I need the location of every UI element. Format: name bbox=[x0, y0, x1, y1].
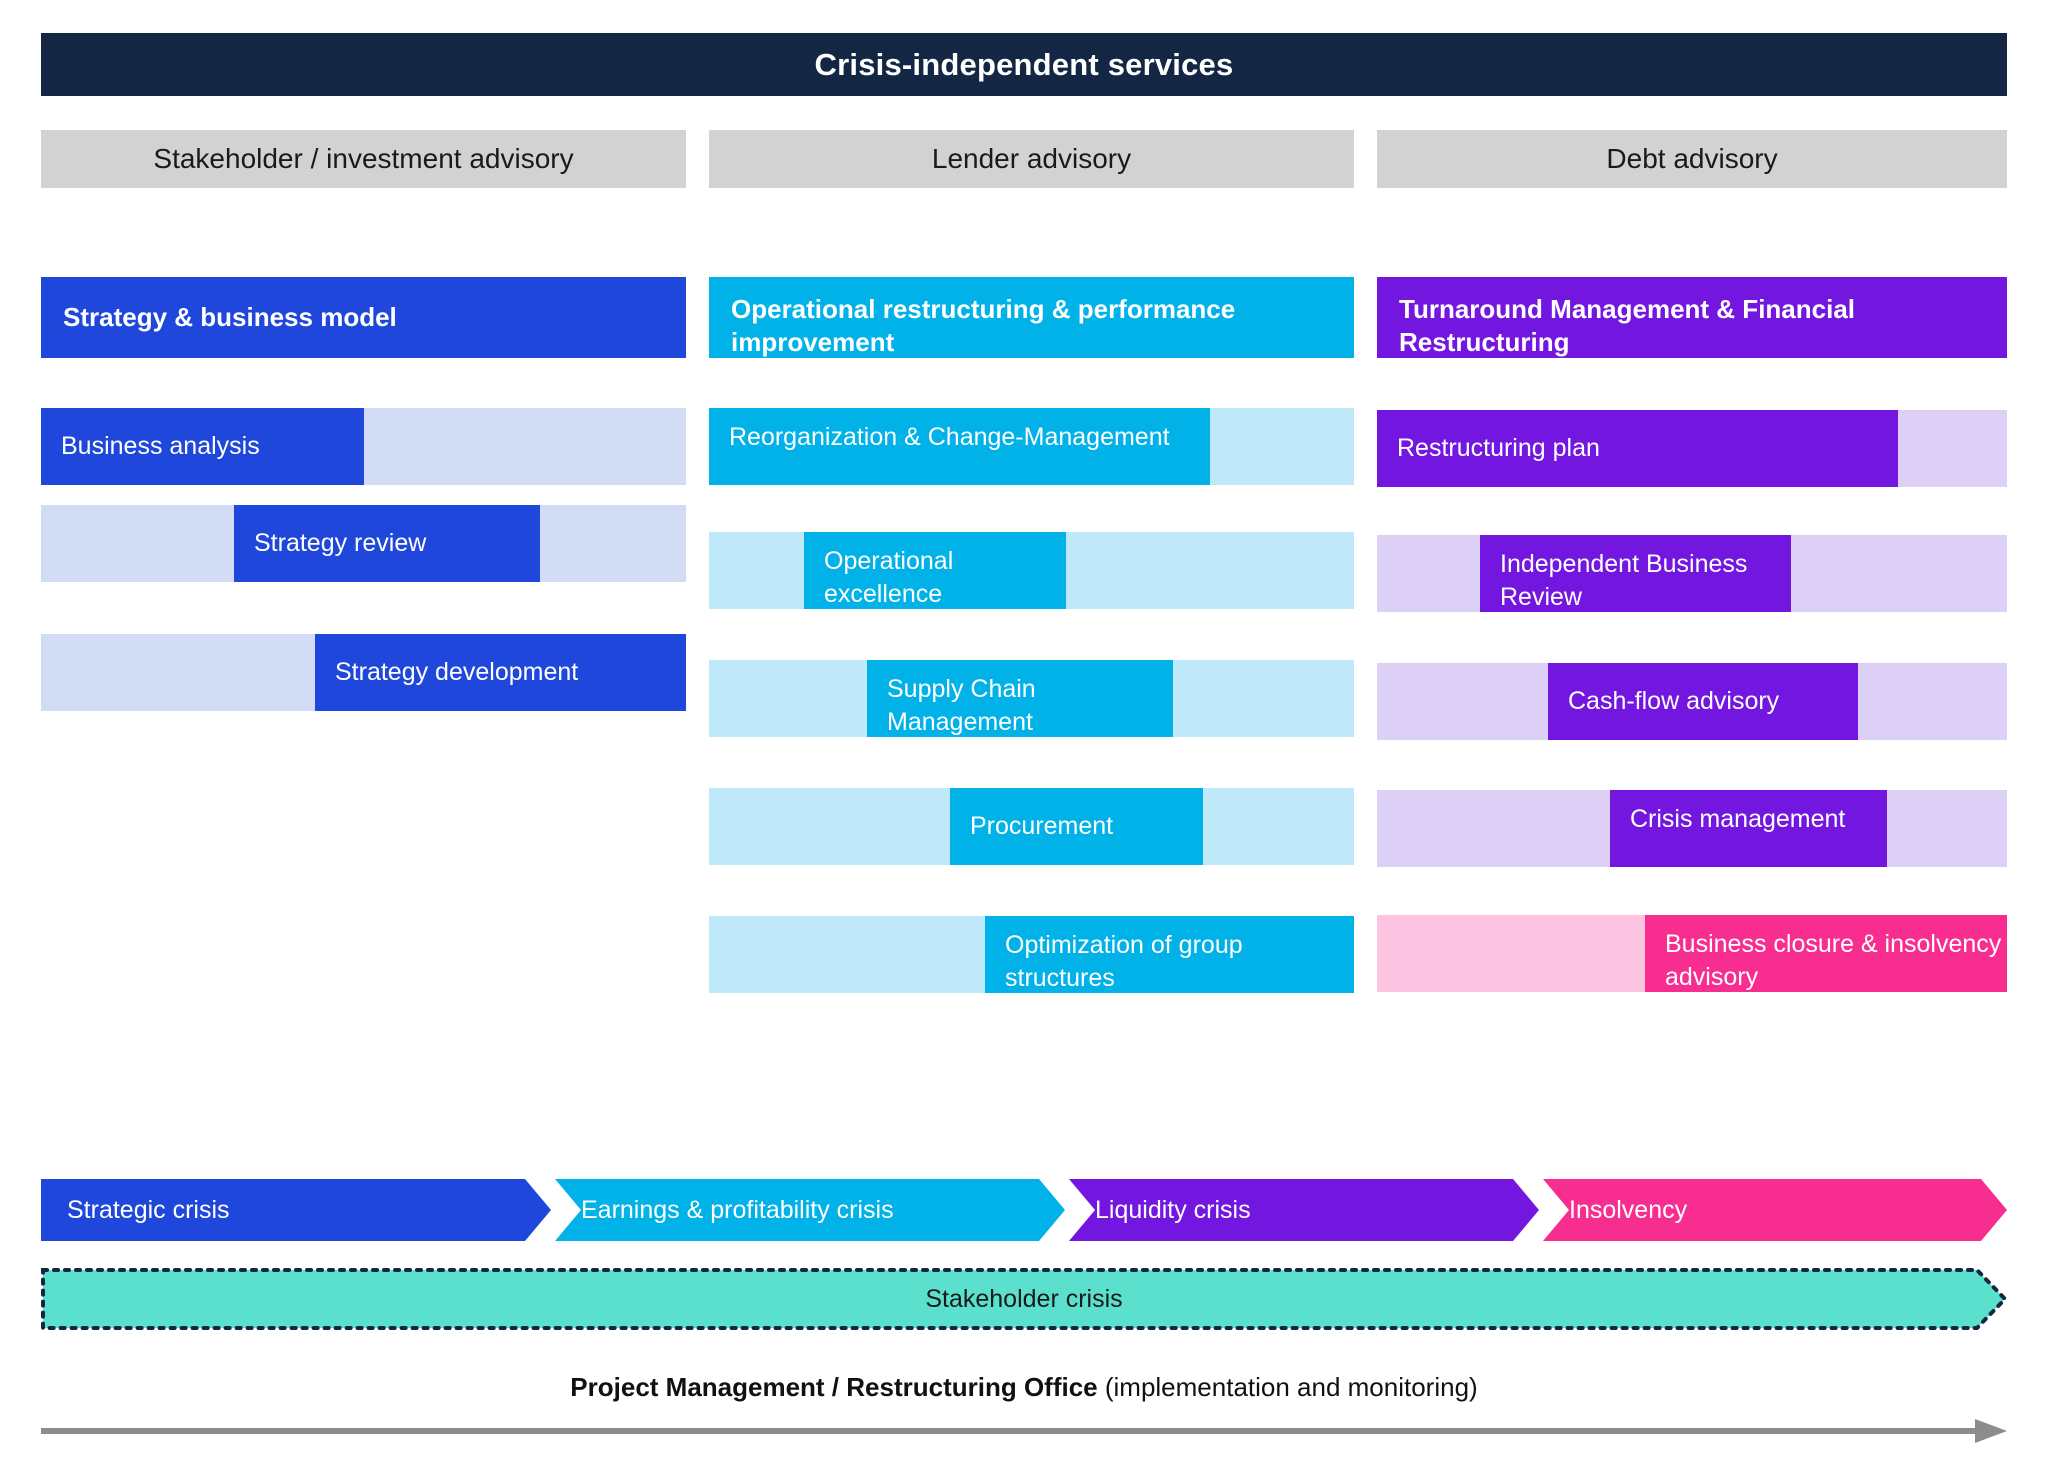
row-segment-supply-chain-management[interactable]: Supply Chain Management bbox=[867, 660, 1173, 737]
column-header-lender-advisory: Lender advisory bbox=[709, 130, 1354, 188]
column-header-debt-advisory: Debt advisory bbox=[1377, 130, 2007, 188]
page-title-bar: Crisis-independent services bbox=[41, 33, 2007, 96]
row-track-business-analysis: Business analysis bbox=[41, 408, 686, 485]
row-track-business-closure-insolvency-advisory: Business closure & insolvency advisory bbox=[1377, 915, 2007, 992]
row-segment-crisis-management[interactable]: Crisis management bbox=[1610, 790, 1887, 867]
row-label: Strategy development bbox=[335, 658, 579, 686]
column-header-label: Debt advisory bbox=[1606, 143, 1778, 174]
row-segment-cash-flow-advisory[interactable]: Cash-flow advisory bbox=[1548, 663, 1858, 740]
row-segment-business-analysis[interactable]: Business analysis bbox=[41, 408, 364, 485]
group-bar-operational-restructuring: Operational restructuring & performance … bbox=[709, 277, 1354, 358]
group-bar-label: Turnaround Management & Financial Restru… bbox=[1399, 294, 1856, 358]
page-title: Crisis-independent services bbox=[814, 46, 1234, 82]
row-track-optimization-of-group-structures: Optimization of group structures bbox=[709, 916, 1354, 993]
row-label: Reorganization & Change-Management bbox=[729, 423, 1170, 451]
row-track-supply-chain-management: Supply Chain Management bbox=[709, 660, 1354, 737]
column-header-label: Stakeholder / investment advisory bbox=[153, 143, 574, 174]
pmo-caption-bold: Project Management / Restructuring Offic… bbox=[570, 1372, 1098, 1402]
pmo-caption: Project Management / Restructuring Offic… bbox=[41, 1372, 2007, 1403]
row-segment-optimization-of-group-structures[interactable]: Optimization of group structures bbox=[985, 916, 1354, 993]
crisis-arrow-label: Insolvency bbox=[1569, 1195, 1688, 1224]
pmo-caption-light: (implementation and monitoring) bbox=[1097, 1372, 1478, 1402]
stakeholder-crisis-band[interactable]: Stakeholder crisis bbox=[41, 1268, 2007, 1330]
crisis-arrow-label: Liquidity crisis bbox=[1095, 1195, 1251, 1224]
row-track-restructuring-plan: Restructuring plan bbox=[1377, 410, 2007, 487]
stakeholder-crisis-label-wrap: Stakeholder crisis bbox=[41, 1268, 2007, 1330]
row-label: Business analysis bbox=[61, 432, 260, 460]
group-bar-strategy-business-model: Strategy & business model bbox=[41, 277, 686, 358]
row-label: Strategy review bbox=[254, 529, 427, 557]
row-label: Optimization of group structures bbox=[1005, 931, 1243, 992]
row-segment-business-closure-insolvency-advisory[interactable]: Business closure & insolvency advisory bbox=[1645, 915, 2007, 992]
group-bar-turnaround-management: Turnaround Management & Financial Restru… bbox=[1377, 277, 2007, 358]
group-bar-label: Operational restructuring & performance … bbox=[731, 294, 1236, 358]
arrow-right-icon bbox=[41, 1419, 2007, 1443]
row-segment-independent-business-review[interactable]: Independent Business Review bbox=[1480, 535, 1791, 612]
row-segment-procurement[interactable]: Procurement bbox=[950, 788, 1203, 865]
row-label: Supply Chain Management bbox=[887, 675, 1036, 736]
row-track-procurement: Procurement bbox=[709, 788, 1354, 865]
crisis-phase-arrow-strip: Strategic crisis Earnings & profitabilit… bbox=[41, 1179, 2007, 1241]
timeline-axis-arrow bbox=[41, 1418, 2007, 1444]
row-label: Procurement bbox=[970, 812, 1114, 840]
group-bar-label: Strategy & business model bbox=[63, 301, 397, 332]
stakeholder-crisis-label: Stakeholder crisis bbox=[925, 1284, 1123, 1313]
column-header-stakeholder-investment-advisory: Stakeholder / investment advisory bbox=[41, 130, 686, 188]
row-segment-restructuring-plan[interactable]: Restructuring plan bbox=[1377, 410, 1898, 487]
crisis-arrow-label: Strategic crisis bbox=[67, 1195, 230, 1224]
row-segment-reorganization-change-management[interactable]: Reorganization & Change-Management bbox=[709, 408, 1210, 485]
row-track-strategy-review: Strategy review bbox=[41, 505, 686, 582]
crisis-arrow-insolvency[interactable]: Insolvency bbox=[1543, 1179, 2007, 1241]
crisis-arrow-label: Earnings & profitability crisis bbox=[581, 1195, 894, 1224]
row-label: Cash-flow advisory bbox=[1568, 687, 1780, 715]
stakeholder-crisis-shape bbox=[41, 1268, 2007, 1330]
row-segment-operational-excellence[interactable]: Operational excellence bbox=[804, 532, 1066, 609]
row-label: Crisis management bbox=[1630, 805, 1846, 833]
crisis-arrow-earnings-profitability-crisis[interactable]: Earnings & profitability crisis bbox=[555, 1179, 1065, 1241]
row-label: Independent Business Review bbox=[1500, 550, 1748, 611]
row-segment-strategy-review[interactable]: Strategy review bbox=[234, 505, 540, 582]
row-label: Restructuring plan bbox=[1397, 434, 1600, 462]
crisis-arrow-strategic-crisis[interactable]: Strategic crisis bbox=[41, 1179, 551, 1241]
row-track-reorganization-change-management: Reorganization & Change-Management bbox=[709, 408, 1354, 485]
column-header-label: Lender advisory bbox=[931, 143, 1132, 174]
row-label: Operational excellence bbox=[824, 547, 954, 608]
row-track-operational-excellence: Operational excellence bbox=[709, 532, 1354, 609]
row-track-independent-business-review: Independent Business Review bbox=[1377, 535, 2007, 612]
row-track-strategy-development: Strategy development bbox=[41, 634, 686, 711]
crisis-arrow-liquidity-crisis[interactable]: Liquidity crisis bbox=[1069, 1179, 1539, 1241]
row-segment-strategy-development[interactable]: Strategy development bbox=[315, 634, 686, 711]
row-track-crisis-management: Crisis management bbox=[1377, 790, 2007, 867]
row-track-cash-flow-advisory: Cash-flow advisory bbox=[1377, 663, 2007, 740]
row-label: Business closure & insolvency advisory bbox=[1665, 930, 2002, 991]
